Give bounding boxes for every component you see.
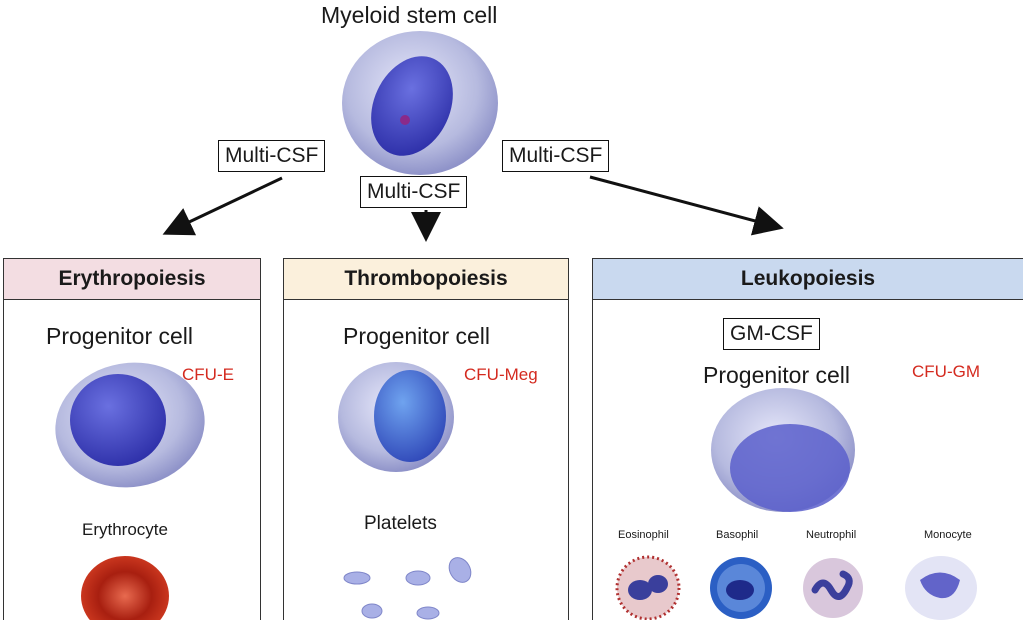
multi-csf-center-label: Multi-CSF: [360, 176, 468, 208]
arrow-to-erythropoiesis: [162, 176, 283, 236]
cfu-e-label: CFU-E: [182, 365, 234, 384]
multi-csf-left-label: Multi-CSF: [218, 140, 326, 172]
gm-progenitor-cell: [711, 388, 855, 512]
basophil-cell: [710, 557, 772, 619]
gm-csf-label: GM-CSF: [723, 318, 820, 350]
cfu-meg-label: CFU-Meg: [464, 365, 538, 384]
multi-csf-right-label: Multi-CSF: [502, 140, 610, 172]
thrombopoiesis-header: Thrombopoiesis: [284, 259, 568, 300]
leuko-progenitor-label: Progenitor cell: [703, 362, 851, 388]
platelets: [343, 557, 472, 620]
eosinophil-label: Eosinophil: [618, 529, 669, 541]
neutrophil-label: Neutrophil: [806, 529, 857, 541]
erythropoiesis-header: Erythropoiesis: [4, 259, 260, 300]
eosinophil-cell: [615, 555, 681, 620]
platelets-label: Platelets: [364, 513, 437, 534]
thrombo-progenitor-label: Progenitor cell: [343, 323, 491, 349]
erythrocyte-cell: [81, 556, 169, 620]
erythro-progenitor-label: Progenitor cell: [46, 323, 194, 349]
myeloid-stem-cell: [342, 31, 498, 175]
neutrophil-cell: [803, 558, 863, 618]
leukopoiesis-header: Leukopoiesis: [593, 259, 1023, 300]
erythro-progenitor-cell: [55, 362, 205, 488]
erythrocyte-label: Erythrocyte: [82, 520, 168, 539]
arrow-to-leukopoiesis: [589, 175, 784, 236]
monocyte-cell: [905, 556, 977, 620]
basophil-label: Basophil: [716, 529, 759, 541]
monocyte-label: Monocyte: [924, 529, 972, 541]
myeloid-stem-cell-label: Myeloid stem cell: [321, 2, 498, 28]
megakaryocyte-progenitor-cell: [338, 362, 454, 472]
cfu-gm-label: CFU-GM: [912, 362, 980, 381]
